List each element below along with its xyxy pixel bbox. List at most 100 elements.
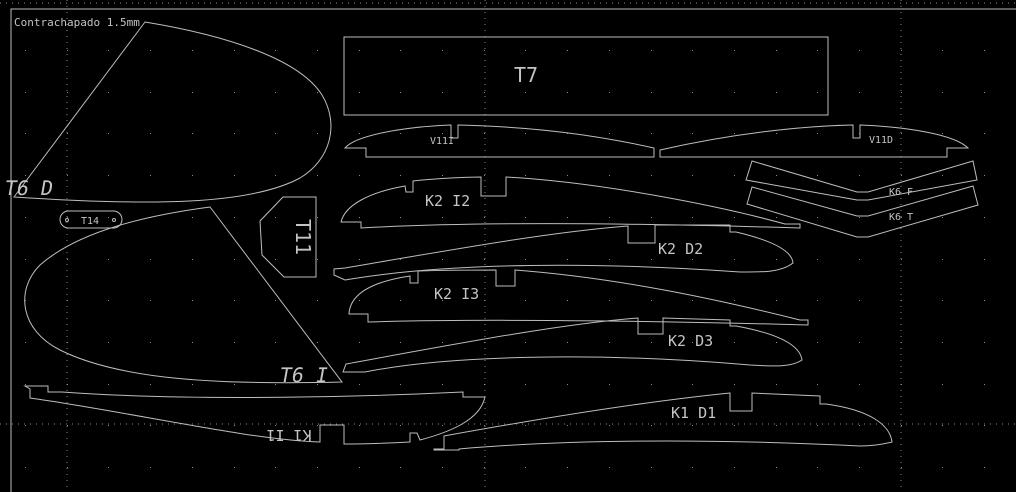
grid-dot: [692, 92, 693, 93]
grid-dot: [901, 425, 902, 426]
part-label: K2 D2: [658, 240, 703, 258]
grid-dot: [108, 50, 109, 51]
grid-dot: [901, 217, 902, 218]
grid-dot: [234, 217, 235, 218]
part-k2d3[interactable]: K2 D3: [342, 317, 803, 373]
grid-dot: [942, 384, 943, 385]
grid-dot: [817, 217, 818, 218]
grid-dot: [776, 259, 777, 260]
grid-dot: [692, 425, 693, 426]
grid-dot: [234, 467, 235, 468]
grid-dot: [192, 467, 193, 468]
grid-dot: [525, 50, 526, 51]
grid-dot: [692, 342, 693, 343]
grid-dot: [484, 50, 485, 51]
part-k1i1[interactable]: K1 I1: [23, 385, 486, 445]
grid-dot: [776, 92, 777, 93]
grid-dot: [776, 384, 777, 385]
grid-dot: [984, 133, 985, 134]
part-t11[interactable]: T11: [259, 196, 317, 278]
grid-dot: [817, 259, 818, 260]
grid-dot: [859, 425, 860, 426]
grid-dot: [776, 217, 777, 218]
part-k2i2[interactable]: K2 I2: [340, 176, 801, 229]
grid-dot: [734, 175, 735, 176]
grid-dot: [442, 300, 443, 301]
grid-dot: [567, 342, 568, 343]
grid-dot: [567, 467, 568, 468]
grid-dot: [359, 425, 360, 426]
grid-dot: [25, 467, 26, 468]
grid-dot: [776, 50, 777, 51]
grid-dot: [150, 175, 151, 176]
part-k2d2[interactable]: K2 D2: [333, 224, 794, 281]
grid-dot: [400, 467, 401, 468]
part-k6t[interactable]: K6 T: [746, 185, 979, 238]
part-label: T14: [81, 216, 99, 227]
grid-dot: [525, 92, 526, 93]
grid-dot: [651, 300, 652, 301]
grid-dot: [234, 384, 235, 385]
grid-dot: [150, 300, 151, 301]
grid-dot: [859, 467, 860, 468]
grid-dot: [150, 92, 151, 93]
grid-dot: [817, 384, 818, 385]
grid-dot: [942, 467, 943, 468]
grid-dot: [609, 217, 610, 218]
grid-dot: [192, 384, 193, 385]
grid-dot: [275, 217, 276, 218]
part-v11d[interactable]: V11D: [659, 124, 970, 158]
grid-dot: [901, 467, 902, 468]
grid-dot: [567, 384, 568, 385]
grid-dot: [275, 300, 276, 301]
grid-dot: [734, 342, 735, 343]
grid-dot: [734, 425, 735, 426]
grid-dot: [901, 92, 902, 93]
grid-dot: [484, 259, 485, 260]
grid-dot: [67, 50, 68, 51]
grid-dot: [442, 133, 443, 134]
grid-dot: [609, 133, 610, 134]
part-label: K2 D3: [668, 332, 713, 350]
grid-dot: [776, 300, 777, 301]
part-v11i[interactable]: V11I: [343, 124, 655, 158]
grid-dot: [734, 467, 735, 468]
grid-dot: [484, 133, 485, 134]
grid-dot: [359, 217, 360, 218]
grid-dot: [442, 425, 443, 426]
part-t6d[interactable]: T6 D: [3, 21, 332, 203]
grid-dot: [817, 92, 818, 93]
grid-dot: [692, 175, 693, 176]
grid-dot: [984, 259, 985, 260]
grid-dot: [734, 300, 735, 301]
grid-dot: [317, 217, 318, 218]
grid-dot: [275, 50, 276, 51]
grid-dot: [317, 92, 318, 93]
grid-dot: [442, 259, 443, 260]
grid-dot: [817, 467, 818, 468]
grid-dot: [67, 467, 68, 468]
grid-dot: [234, 92, 235, 93]
part-t14[interactable]: T14: [59, 210, 123, 229]
grid-dot: [442, 384, 443, 385]
grid-dot: [25, 425, 26, 426]
part-k1d1[interactable]: K1 D1: [433, 392, 893, 451]
grid-dot: [525, 259, 526, 260]
part-t7[interactable]: T7: [343, 36, 829, 116]
grid-dot: [942, 259, 943, 260]
grid-dot: [67, 425, 68, 426]
part-k6f[interactable]: K6 F: [745, 160, 978, 201]
grid-dot: [567, 50, 568, 51]
grid-dot: [984, 92, 985, 93]
grid-dot: [609, 467, 610, 468]
grid-dot: [400, 175, 401, 176]
grid-dot: [150, 467, 151, 468]
part-k2i3[interactable]: K2 I3: [348, 269, 809, 326]
grid-dot: [108, 300, 109, 301]
grid-dot: [25, 217, 26, 218]
part-t6i[interactable]: T6 I: [24, 206, 343, 387]
grid-dot: [901, 133, 902, 134]
grid-dot: [400, 384, 401, 385]
grid-dot: [525, 217, 526, 218]
